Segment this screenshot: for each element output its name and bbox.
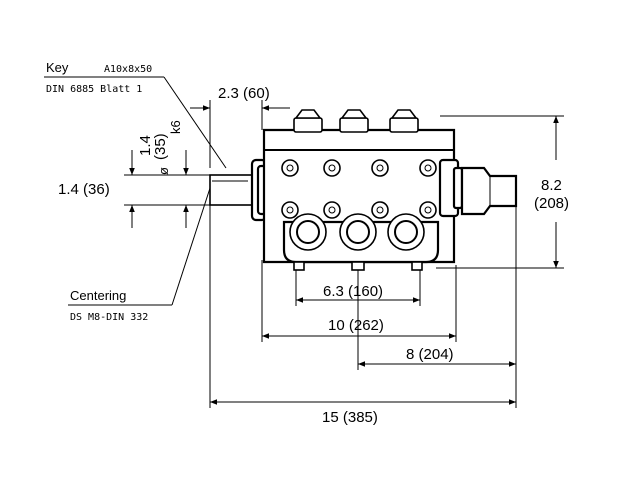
- pump-body: [209, 109, 518, 271]
- centering-standard: DS M8-DIN 332: [70, 312, 148, 323]
- key-note: Key A10x8x50 DIN 6885 Blatt 1: [44, 60, 227, 169]
- centering-note: Centering DS M8-DIN 332: [68, 181, 213, 323]
- shaft-tolerance-class: k6: [168, 120, 183, 134]
- side-offset-label: 8 (204): [406, 346, 454, 363]
- shaft-height-dimension: 1.4 (36): [58, 181, 110, 198]
- body-width-label: 10 (262): [328, 317, 384, 334]
- overall-length-label: 15 (385): [322, 409, 378, 426]
- key-title: Key: [46, 60, 69, 75]
- height-dimension: 8.2 (208): [436, 115, 569, 269]
- shaft-length-label: 2.3 (60): [218, 85, 270, 102]
- diameter-symbol: ø: [156, 167, 171, 175]
- shaft-dimension-lines: 1.4 (36): [58, 150, 210, 228]
- upper-bolts: [281, 159, 437, 177]
- centering-leader: [171, 181, 213, 306]
- key-standard: DIN 6885 Blatt 1: [46, 84, 142, 95]
- top-valve-caps: [293, 109, 419, 133]
- middle-bolts: [281, 201, 437, 219]
- centering-title: Centering: [70, 288, 126, 303]
- mount-width-label: 6.3 (160): [323, 283, 383, 300]
- shaft-tolerance: 1.4 (35) k6 ø: [137, 120, 183, 175]
- height-label-mm: (208): [534, 195, 569, 212]
- shaft-length-dimension: 2.3 (60): [190, 85, 290, 168]
- key-spec: A10x8x50: [104, 64, 152, 75]
- shaft-tolerance-value: 1.4: [137, 135, 154, 156]
- outlet-nozzle: [460, 166, 518, 216]
- height-label-inch: 8.2: [541, 177, 562, 194]
- manifold-ports: [289, 213, 425, 251]
- mounting-feet: [293, 261, 423, 271]
- horizontal-dimensions: 6.3 (160) 10 (262) 8 (204) 15 (385): [210, 283, 516, 426]
- extension-lines: [209, 176, 517, 408]
- key-leader: [163, 76, 227, 169]
- shaft-tolerance-mm: (35): [152, 133, 169, 160]
